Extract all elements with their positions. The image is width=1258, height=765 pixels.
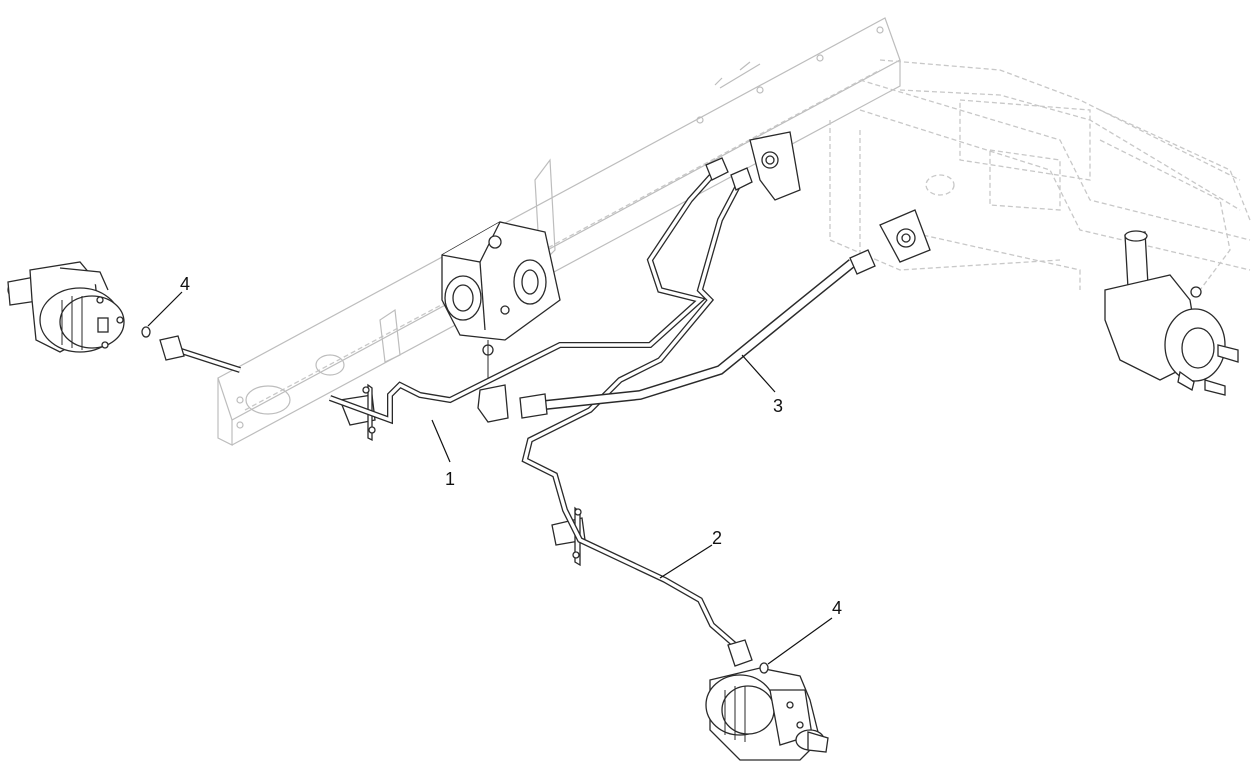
leader-2 <box>659 544 713 579</box>
rear-valve-fittings <box>749 131 931 263</box>
callout-4-right: 4 <box>832 598 842 618</box>
callout-3: 3 <box>773 396 783 416</box>
bottom-wheel-motor <box>705 667 829 761</box>
leader-4-left <box>147 291 183 327</box>
leader-3 <box>741 354 776 393</box>
callout-2: 2 <box>712 528 722 548</box>
o-ring-right <box>759 662 769 674</box>
right-wheel-hub <box>1104 230 1239 396</box>
o-ring-left <box>141 326 151 338</box>
chassis-frame <box>217 17 1251 446</box>
leader-1 <box>431 419 451 463</box>
hose-3 <box>477 249 876 423</box>
left-wheel-motor <box>7 261 125 353</box>
callout-1: 1 <box>445 469 455 489</box>
tube-2 <box>521 167 753 667</box>
tube-1 <box>328 157 729 425</box>
leader-4-right <box>767 617 833 665</box>
callout-4-left: 4 <box>180 274 190 294</box>
hydraulic-pump <box>441 221 561 382</box>
left-motor-tube <box>159 335 241 373</box>
